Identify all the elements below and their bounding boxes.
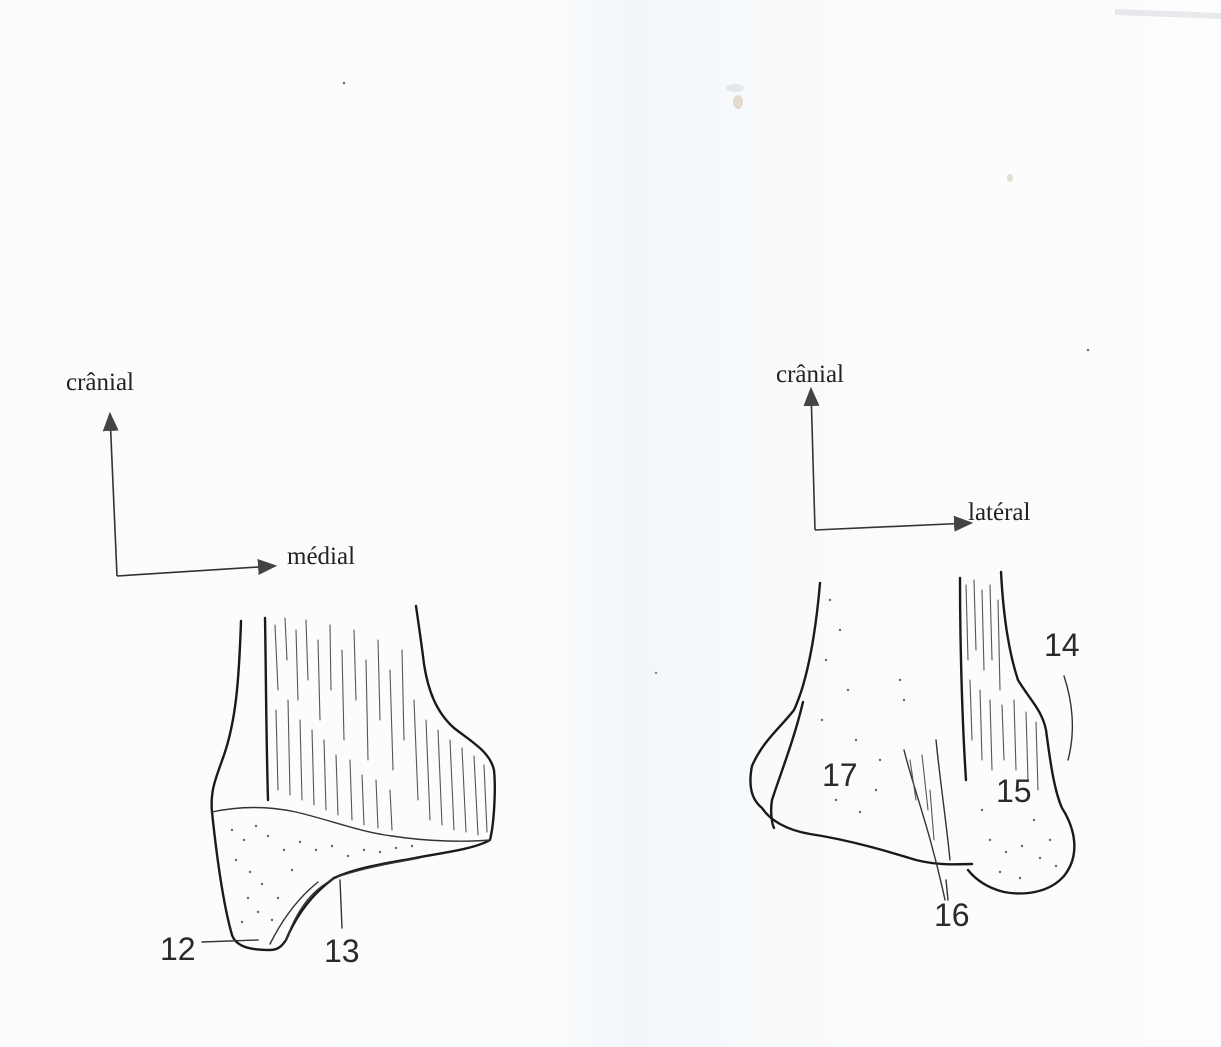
left-axis-cranial-arrow [110, 415, 117, 576]
right-axis-cranial-label: crânial [776, 361, 844, 388]
leader-line-14 [1064, 676, 1072, 760]
right-stipple [821, 599, 1057, 879]
label-17: 17 [822, 757, 858, 793]
left-condyle-stipple [231, 825, 413, 923]
left-axis-medial-arrow [117, 566, 274, 576]
left-orientation-axes: crânial médial [66, 369, 355, 576]
label-13: 13 [324, 933, 360, 969]
label-14: 14 [1044, 627, 1080, 663]
left-bone-drawing [202, 606, 495, 950]
right-axis-cranial-arrow [811, 390, 815, 530]
right-axis-lateral-arrow [815, 523, 970, 530]
left-axis-medial-label: médial [287, 543, 355, 570]
scan-specks [343, 12, 1221, 674]
right-axis-lateral-label: latéral [968, 499, 1031, 526]
left-shaft-hatching [275, 618, 487, 835]
label-16: 16 [934, 897, 970, 933]
right-orientation-axes: crânial latéral [776, 361, 1031, 530]
right-bone-drawing [750, 572, 1074, 900]
label-15: 15 [996, 773, 1032, 809]
leader-line-13 [340, 880, 342, 928]
leader-line-12 [202, 940, 258, 942]
left-axis-cranial-label: crânial [66, 369, 134, 396]
label-12: 12 [160, 931, 196, 967]
